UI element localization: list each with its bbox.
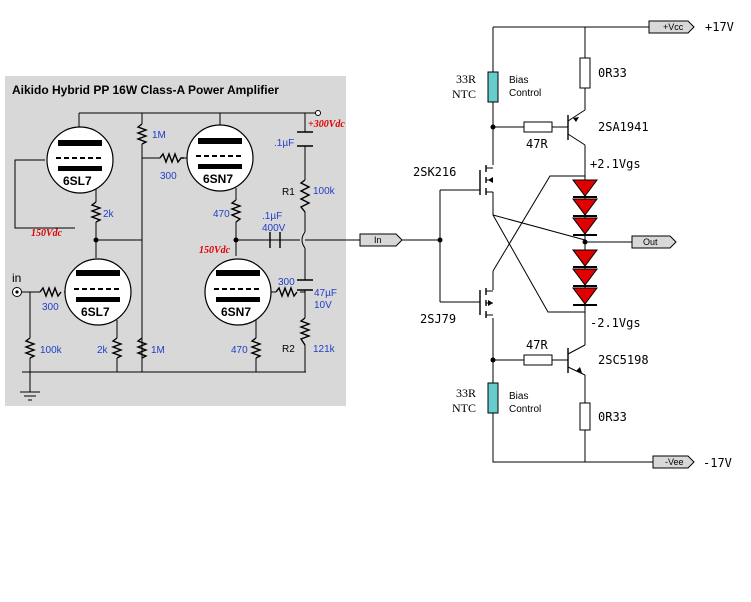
diode-4 [572, 249, 598, 267]
resistor-47r-top [523, 121, 553, 133]
mosfet-top [479, 165, 493, 195]
resistor-0r33-bot [579, 402, 591, 431]
label-47r-bot: 47R [526, 338, 548, 352]
label-vgs-bot: -2.1Vgs [590, 316, 641, 330]
label-c-top: .1µF [274, 138, 294, 149]
diode-string [572, 179, 598, 306]
tube-v2-bot-label: 6SN7 [221, 305, 251, 319]
diode-3 [572, 217, 598, 235]
label-470-top: 470 [213, 209, 230, 220]
resistor-2k-top [90, 201, 102, 223]
tube-stage-capacitors [269, 131, 313, 291]
label-vgs-top: +2.1Vgs [590, 157, 641, 171]
resistor-300-in [39, 286, 62, 298]
tube-v2-top-label: 6SN7 [203, 172, 233, 186]
label-1m-bot: 1M [151, 345, 165, 356]
label-150v-right: 150Vdc [199, 245, 231, 256]
tube-v1-top-label: 6SL7 [63, 174, 92, 188]
label-0r33-top: 0R33 [598, 66, 627, 80]
tube-stage-wiring [12, 110, 360, 401]
capacitor-coupling [269, 232, 281, 248]
label-bias-bot-1: Bias [509, 391, 528, 402]
tube-stage-panel [5, 76, 346, 406]
transistor-bot [567, 344, 586, 376]
resistor-300-right [275, 286, 298, 298]
transistor-top [567, 109, 586, 146]
label-r2-value: 121k [313, 344, 336, 355]
label-2k-bot: 2k [97, 345, 109, 356]
label-c-coupling-value: .1µF [262, 211, 282, 222]
tube-v2-bot: 6SN7 [204, 258, 272, 326]
resistor-470-bot [250, 337, 262, 359]
label-fet-top: 2SK216 [413, 165, 456, 179]
svg-text:Out: Out [643, 237, 658, 247]
label-v300: +300Vdc [308, 119, 345, 130]
label-300-top: 300 [160, 171, 177, 182]
resistor-1m-top [136, 123, 148, 145]
resistor-47r-bot [523, 354, 553, 366]
tag-in: In [359, 233, 403, 247]
svg-text:In: In [374, 235, 382, 245]
label-0r33-bot: 0R33 [598, 410, 627, 424]
resistor-r2 [299, 317, 311, 346]
diode-2 [572, 198, 598, 216]
label-1m-top: 1M [152, 130, 166, 141]
resistor-300-top [159, 152, 184, 164]
tube-v2-top: 6SN7 [186, 124, 254, 192]
resistor-r1 [299, 179, 311, 213]
label-ntc-top-type: NTC [452, 87, 476, 101]
tag-vcc: +Vcc [648, 20, 695, 34]
tube-v1-bot-label: 6SL7 [81, 305, 110, 319]
label-ntc-top-value: 33R [456, 72, 476, 86]
label-c47-value: 47µF [314, 288, 337, 299]
label-bias-top-2: Control [509, 88, 541, 99]
label-r1-value: 100k [313, 186, 336, 197]
resistor-2k-bot [111, 337, 123, 359]
mosfet-bot [479, 288, 493, 318]
label-q-top: 2SA1941 [598, 120, 649, 134]
tag-out: Out [631, 235, 677, 249]
label-bias-bot-2: Control [509, 404, 541, 415]
resistor-470-top [230, 199, 242, 223]
tube-stage-resistors [24, 123, 311, 359]
ntc-top [487, 71, 499, 103]
resistor-100k-in [24, 337, 36, 359]
tag-vee: -Vee [652, 455, 695, 469]
diode-1 [572, 179, 598, 197]
label-vcc-voltage: +17V [705, 20, 734, 34]
label-300-right: 300 [278, 277, 295, 288]
label-ntc-bot-value: 33R [456, 386, 476, 400]
label-470-bot: 470 [231, 345, 248, 356]
label-150v-left: 150Vdc [31, 228, 63, 239]
capacitor-top [297, 131, 313, 147]
label-47r-top: 47R [526, 137, 548, 151]
resistor-1m-bot [136, 337, 148, 359]
label-2k-top: 2k [103, 209, 115, 220]
label-vee-voltage: -17V [703, 456, 732, 470]
svg-text:+Vcc: +Vcc [663, 22, 684, 32]
ntc-bot [487, 382, 499, 414]
diode-6 [572, 287, 598, 305]
label-r1-name: R1 [282, 187, 295, 198]
label-ntc-bot-type: NTC [452, 401, 476, 415]
label-300-in: 300 [42, 302, 59, 313]
tube-v1-bot: 6SL7 [64, 258, 132, 326]
resistor-0r33-top [579, 57, 591, 89]
label-c-coupling-voltage: 400V [262, 223, 286, 234]
label-fet-bot: 2SJ79 [420, 312, 456, 326]
diagram-title: Aikido Hybrid PP 16W Class-A Power Ampli… [12, 83, 279, 97]
tube-v1-top: 6SL7 [46, 126, 114, 194]
label-in: in [12, 271, 21, 285]
label-r2-name: R2 [282, 344, 295, 355]
label-q-bot: 2SC5198 [598, 353, 649, 367]
svg-text:-Vee: -Vee [665, 457, 684, 467]
capacitor-47uf [297, 279, 313, 291]
label-100k-in: 100k [40, 345, 63, 356]
label-bias-top-1: Bias [509, 75, 528, 86]
label-c47-voltage: 10V [314, 300, 332, 311]
diode-5 [572, 268, 598, 286]
